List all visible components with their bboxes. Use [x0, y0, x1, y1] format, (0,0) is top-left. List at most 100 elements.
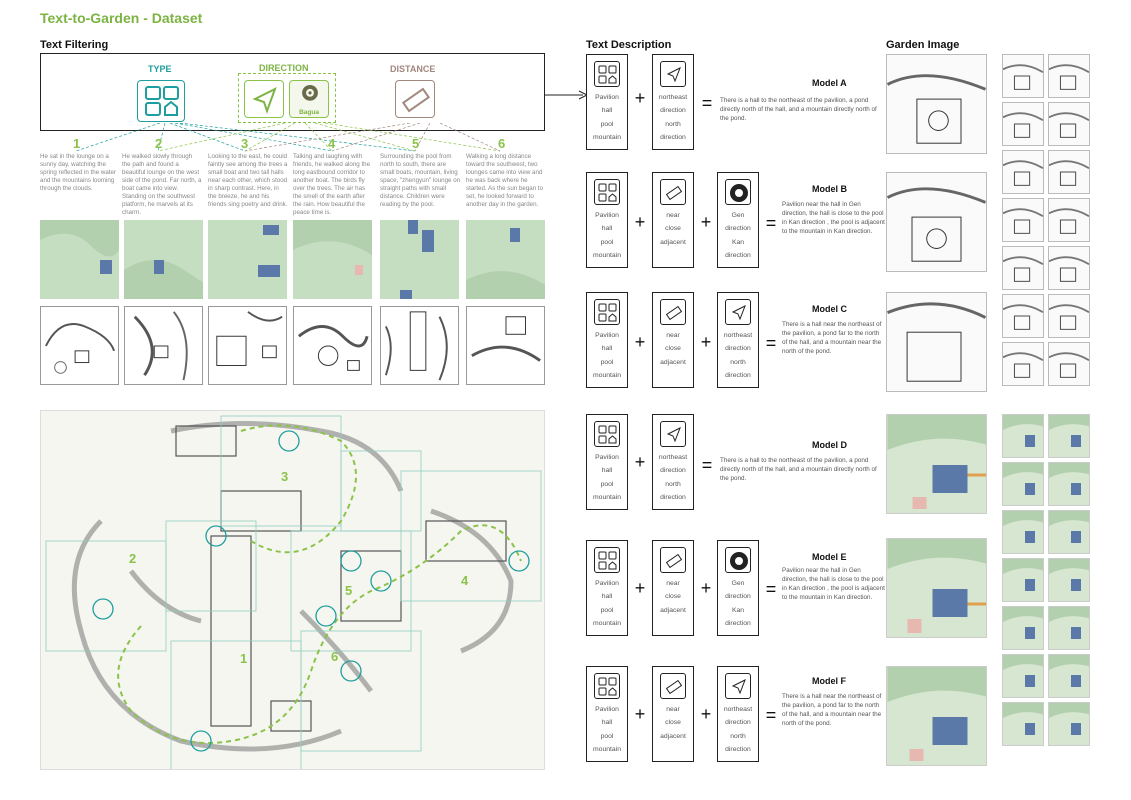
model-sentence: There is a hall to the northeast of the … [720, 457, 877, 482]
plus-sign: + [634, 578, 646, 598]
garden-plan-image [886, 54, 987, 154]
type-icon [594, 421, 620, 447]
model-sentence: Pavilion near the hall in Gen direction,… [782, 201, 885, 235]
type-label: TYPE [148, 64, 172, 74]
map-number: 2 [129, 551, 137, 566]
garden-color-image [886, 414, 987, 514]
story-number: 4 [328, 136, 336, 151]
garden-color-image [886, 538, 987, 638]
plus-sign: + [700, 578, 712, 598]
model-sentence: There is a hall near the northeast of th… [782, 693, 882, 727]
arrow-icon [725, 673, 751, 699]
garden-thumbnail [1002, 294, 1044, 338]
garden-thumbnail [1048, 150, 1090, 194]
type-icon [594, 61, 620, 87]
garden-thumbnail [1048, 294, 1090, 338]
ruler-icon [660, 299, 686, 325]
garden-map [40, 220, 119, 299]
plus-sign: + [634, 332, 646, 352]
site-plan: 1 2 3 4 5 6 [40, 410, 545, 770]
garden-thumbnail [1002, 414, 1044, 458]
plus-sign: + [634, 452, 646, 472]
equals-sign: = [765, 333, 777, 353]
garden-map [124, 220, 206, 299]
garden-plan-image [886, 172, 987, 272]
story-number: 2 [155, 136, 163, 151]
bagua-icon [725, 547, 751, 573]
garden-plan [380, 306, 459, 385]
garden-thumbnail [1002, 462, 1044, 506]
model-sentence: There is a hall to the northeast of the … [720, 97, 877, 122]
bagua-icon [725, 179, 751, 205]
plus-sign: + [634, 212, 646, 232]
garden-thumbnail [1048, 654, 1090, 698]
garden-thumbnail [1002, 654, 1044, 698]
garden-thumbnail [1048, 510, 1090, 554]
garden-plan-image [886, 292, 987, 392]
story-text: Surrounding the pool from north to south… [380, 153, 461, 208]
garden-thumbnail [1002, 150, 1044, 194]
garden-thumbnail [1048, 606, 1090, 650]
model-title: Model B [812, 184, 847, 194]
equals-sign: = [765, 213, 777, 233]
story-text: Talking and laughing with friends, he wa… [293, 153, 371, 216]
ruler-icon [660, 179, 686, 205]
garden-map [466, 220, 545, 299]
garden-thumbnail [1002, 606, 1044, 650]
story-number: 3 [241, 136, 249, 151]
story-number: 1 [73, 136, 81, 151]
garden-thumbnail [1048, 198, 1090, 242]
arrow-icon [244, 80, 284, 118]
page-title: Text-to-Garden - Dataset [40, 10, 203, 26]
direction-group [238, 73, 336, 123]
garden-thumbnail [1002, 342, 1044, 386]
plus-sign: + [634, 88, 646, 108]
garden-thumbnail [1048, 246, 1090, 290]
garden-plan [466, 306, 545, 385]
map-number: 1 [240, 651, 248, 666]
map-number: 4 [461, 573, 469, 588]
model-sentence: Pavilion near the hall in Gen direction,… [782, 567, 885, 601]
section-text-description: Text Description [586, 39, 672, 51]
garden-plan [208, 306, 287, 385]
garden-plan [124, 306, 203, 385]
garden-map [293, 220, 372, 299]
section-garden-image: Garden Image [886, 39, 960, 51]
plus-sign: + [700, 332, 712, 352]
direction-label: DIRECTION [259, 63, 309, 73]
garden-plan [40, 306, 119, 385]
equals-sign: = [701, 93, 713, 113]
arrow-icon [660, 421, 686, 447]
garden-thumbnail [1048, 462, 1090, 506]
garden-map [208, 220, 287, 299]
type-icon [594, 547, 620, 573]
plus-sign: + [700, 212, 712, 232]
arrow-icon [725, 299, 751, 325]
garden-color-image [886, 666, 987, 766]
garden-thumbnail [1002, 702, 1044, 746]
story-number: 5 [412, 136, 420, 151]
equals-sign: = [701, 455, 713, 475]
plus-sign: + [634, 704, 646, 724]
flow-arrow [545, 90, 589, 100]
garden-thumbnail [1048, 102, 1090, 146]
model-title: Model F [812, 676, 846, 686]
ruler-icon [660, 547, 686, 573]
ruler-icon [395, 80, 435, 118]
bagua-label: Bagua [299, 109, 319, 116]
model-title: Model A [812, 78, 847, 88]
garden-map [380, 220, 459, 299]
